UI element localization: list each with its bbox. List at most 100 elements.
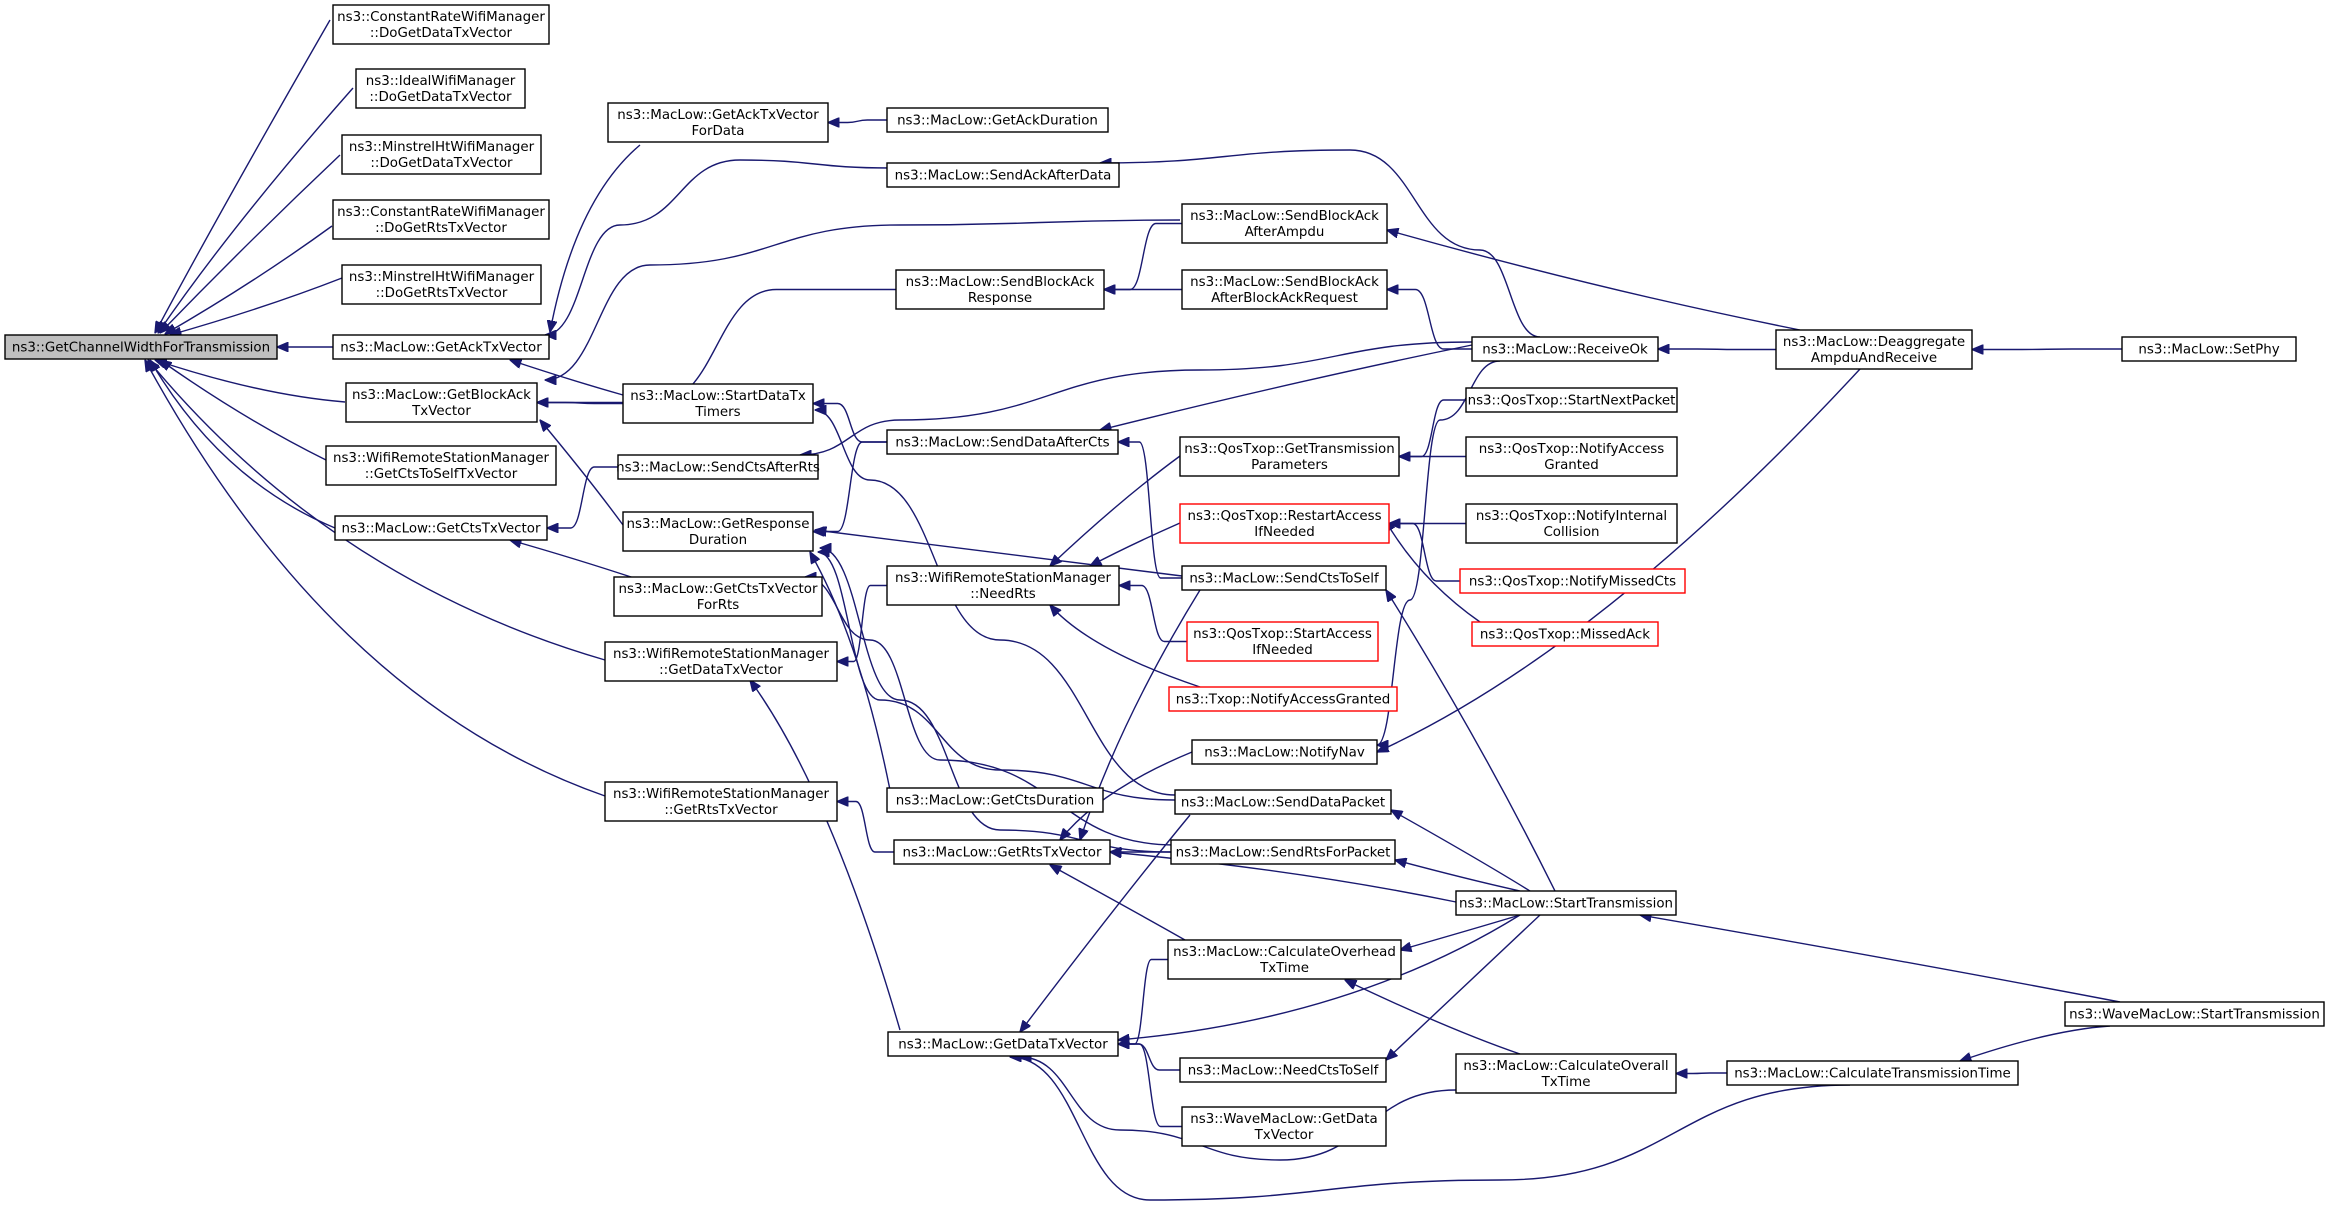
node-box <box>2121 336 2297 362</box>
node-wave_starttx[interactable]: ns3::WaveMacLow::StartTransmission <box>2064 1001 2325 1027</box>
node-getack[interactable]: ns3::MacLow::GetAckTxVector <box>332 334 550 360</box>
node-label: ::DoGetDataTxVector <box>370 156 513 171</box>
node-label: ns3::MacLow::SendCtsAfterRts <box>616 461 820 476</box>
node-qos_startnext[interactable]: ns3::QosTxop::StartNextPacket <box>1465 387 1678 413</box>
node-box <box>332 334 550 360</box>
node-sendctstoself[interactable]: ns3::MacLow::SendCtsToSelf <box>1181 565 1387 591</box>
node-qos_missedcts[interactable]: ns3::QosTxop::NotifyMissedCts <box>1459 568 1686 594</box>
node-receiveok[interactable]: ns3::MacLow::ReceiveOk <box>1471 336 1659 362</box>
node-ideal_data[interactable]: ns3::IdealWifiManager::DoGetDataTxVector <box>355 68 526 109</box>
node-txop_notify[interactable]: ns3::Txop::NotifyAccessGranted <box>1168 686 1398 712</box>
node-senddataaftercts[interactable]: ns3::MacLow::SendDataAfterCts <box>886 429 1119 455</box>
edge-sendblockackresp-to-getblockack <box>537 288 896 403</box>
node-sendackafterdata[interactable]: ns3::MacLow::SendAckAfterData <box>886 162 1120 188</box>
node-starttransmission[interactable]: ns3::MacLow::StartTransmission <box>1455 890 1677 916</box>
edge-notifynav-to-getrts <box>1060 751 1193 840</box>
edge-wrsm_rts-to-root <box>145 360 606 797</box>
edge-starttransmission-to-needctstoself <box>1386 914 1541 1060</box>
node-wave_getdata[interactable]: ns3::WaveMacLow::GetDataTxVector <box>1181 1106 1387 1147</box>
node-root[interactable]: ns3::GetChannelWidthForTransmission <box>4 334 278 360</box>
node-label: ns3::MacLow::SendBlockAck <box>906 275 1095 290</box>
node-needctstoself[interactable]: ns3::MacLow::NeedCtsToSelf <box>1179 1057 1387 1083</box>
node-notifynav[interactable]: ns3::MacLow::NotifyNav <box>1191 739 1378 765</box>
node-mht_rts[interactable]: ns3::MinstrelHtWifiManager::DoGetRtsTxVe… <box>341 264 542 305</box>
node-label: Response <box>968 291 1032 306</box>
node-wrsm_ctstoself[interactable]: ns3::WifiRemoteStationManager::GetCtsToS… <box>325 445 557 486</box>
node-getctsduration[interactable]: ns3::MacLow::GetCtsDuration <box>886 787 1104 813</box>
node-box <box>1455 1053 1677 1094</box>
edge-sendackafterdata-to-getack <box>545 159 891 335</box>
node-label: ns3::ConstantRateWifiManager <box>337 10 545 25</box>
node-label: ns3::Txop::NotifyAccessGranted <box>1176 693 1390 708</box>
edge-getackdur-to-getackfordata <box>828 120 887 123</box>
edge-receiveok-to-sendbaafterbar <box>1387 290 1472 350</box>
node-getdata[interactable]: ns3::MacLow::GetDataTxVector <box>887 1031 1119 1057</box>
node-label: ns3::GetChannelWidthForTransmission <box>12 341 270 356</box>
node-crw_rts[interactable]: ns3::ConstantRateWifiManager::DoGetRtsTx… <box>332 199 550 240</box>
node-mht_data[interactable]: ns3::MinstrelHtWifiManager::DoGetDataTxV… <box>341 134 542 175</box>
node-wrsm_rts[interactable]: ns3::WifiRemoteStationManager::GetRtsTxV… <box>604 781 838 822</box>
node-box <box>1775 329 1973 370</box>
node-box <box>1465 387 1678 413</box>
node-calctxtime[interactable]: ns3::MacLow::CalculateTransmissionTime <box>1726 1060 2019 1086</box>
node-label: ns3::MacLow::GetAckTxVector <box>340 341 542 356</box>
edge-calcoverhead-to-getdata <box>1118 958 1168 1045</box>
node-sendctsafterrts[interactable]: ns3::MacLow::SendCtsAfterRts <box>616 454 820 480</box>
edge-mht_data-to-root <box>160 154 341 333</box>
node-qos_notifyaccess[interactable]: ns3::QosTxop::NotifyAccessGranted <box>1465 436 1678 477</box>
edge-senddataaftercts-to-getresponse <box>813 441 887 532</box>
node-label: ns3::MacLow::NotifyNav <box>1204 746 1365 761</box>
node-box <box>604 641 838 682</box>
node-box <box>334 515 548 541</box>
node-label: ns3::MacLow::GetAckDuration <box>897 114 1098 129</box>
node-senddatapacket[interactable]: ns3::MacLow::SendDataPacket <box>1174 789 1392 815</box>
node-box <box>1181 1106 1387 1147</box>
node-box <box>332 199 550 240</box>
node-label: ns3::QosTxop::RestartAccess <box>1187 509 1381 524</box>
node-label: ns3::QosTxop::NotifyAccess <box>1479 442 1665 457</box>
node-sendrtsforpacket[interactable]: ns3::MacLow::SendRtsForPacket <box>1170 839 1396 865</box>
node-label: ns3::MinstrelHtWifiManager <box>349 270 535 285</box>
node-box <box>4 334 278 360</box>
node-wrsm_data[interactable]: ns3::WifiRemoteStationManager::GetDataTx… <box>604 641 838 682</box>
node-sendbaafterbar[interactable]: ns3::MacLow::SendBlockAckAfterBlockAckRe… <box>1181 269 1388 310</box>
node-getrts[interactable]: ns3::MacLow::GetRtsTxVector <box>893 839 1111 865</box>
node-box <box>622 511 814 552</box>
edge-starttransmission-to-senddatapacket <box>1391 810 1531 892</box>
node-box <box>1726 1060 2019 1086</box>
edge-wrsm_data-to-root <box>148 360 606 661</box>
node-label: ns3::QosTxop::StartAccess <box>1193 627 1372 642</box>
node-label: ForRts <box>697 598 739 613</box>
node-label: TxTime <box>1541 1075 1591 1090</box>
node-label: TxVector <box>411 404 471 419</box>
node-crw_data[interactable]: ns3::ConstantRateWifiManager::DoGetDataT… <box>332 4 550 45</box>
node-wrsm_needrts[interactable]: ns3::WifiRemoteStationManager::NeedRts <box>886 565 1120 606</box>
edge-receiveok-to-notifynav <box>1377 360 1501 745</box>
node-setphy[interactable]: ns3::MacLow::SetPhy <box>2121 336 2297 362</box>
node-label: IfNeeded <box>1252 643 1312 658</box>
node-label: ns3::WaveMacLow::GetData <box>1190 1112 1377 1127</box>
edge-starttransmission-to-calcoverhead <box>1400 914 1521 950</box>
node-qos_missedack[interactable]: ns3::QosTxop::MissedAck <box>1471 621 1659 647</box>
node-box <box>1459 568 1686 594</box>
node-box <box>1179 1057 1387 1083</box>
node-box <box>1168 686 1398 712</box>
node-label: ns3::ConstantRateWifiManager <box>337 205 545 220</box>
edge-getcts-to-root <box>150 360 336 529</box>
node-getackdur[interactable]: ns3::MacLow::GetAckDuration <box>886 107 1109 133</box>
node-getcts[interactable]: ns3::MacLow::GetCtsTxVector <box>334 515 548 541</box>
